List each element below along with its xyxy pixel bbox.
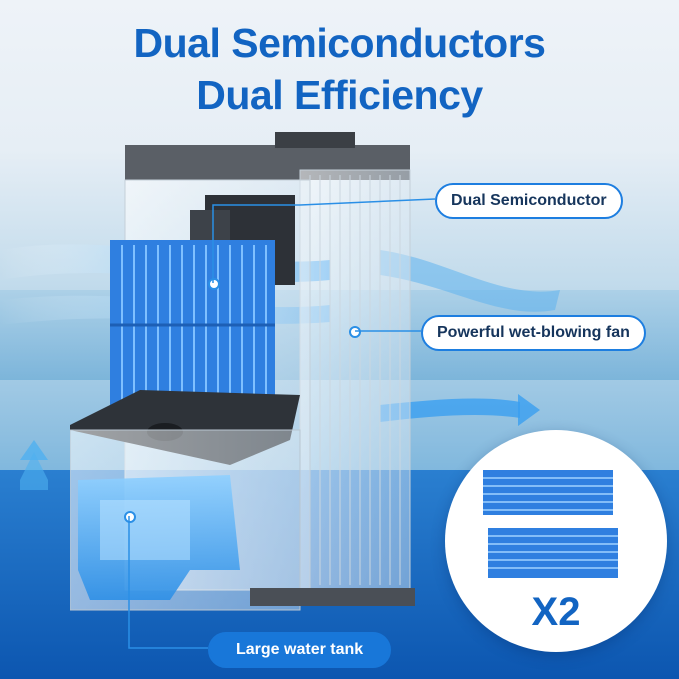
dehumidifier-device (70, 132, 415, 611)
heatsink-pair-icon (483, 470, 618, 578)
callout-dot-fan (349, 326, 361, 338)
callout-dual-semiconductor: Dual Semiconductor (435, 183, 623, 219)
callout-wet-blowing-fan: Powerful wet-blowing fan (421, 315, 646, 351)
callout-dot-tank (124, 511, 136, 523)
headline-line-1: Dual Semiconductors (133, 20, 546, 66)
callout-dot-semiconductor (208, 278, 220, 290)
headline-line-2: Dual Efficiency (196, 72, 483, 118)
quantity-multiplier: X2 (531, 590, 581, 634)
callout-large-water-tank: Large water tank (208, 632, 392, 668)
